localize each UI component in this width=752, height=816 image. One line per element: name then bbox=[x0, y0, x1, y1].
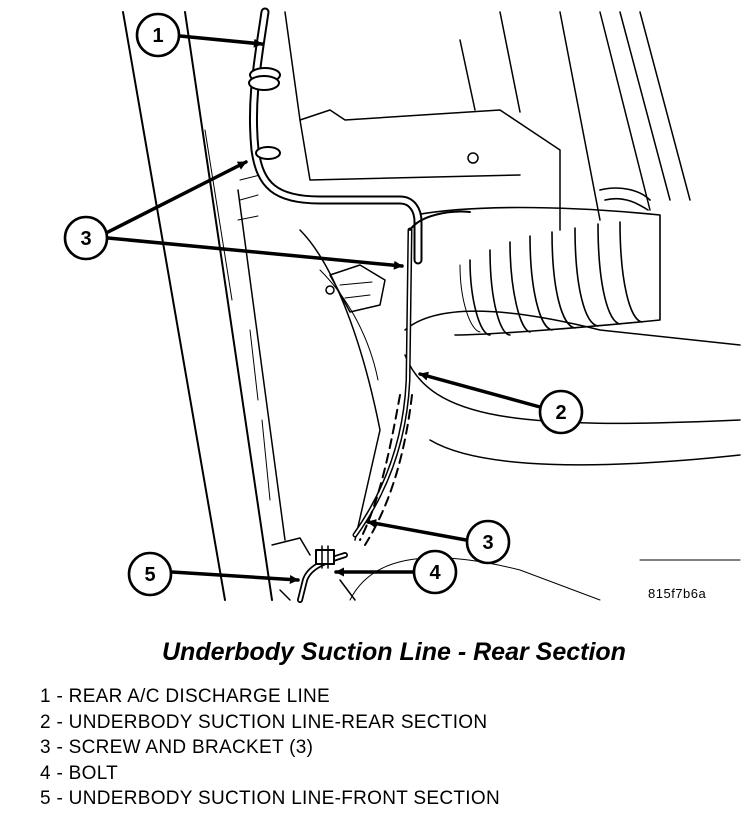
callout-3a-number: 3 bbox=[80, 228, 91, 250]
callout-3b-number: 3 bbox=[482, 532, 493, 554]
rear-ac-discharge-line bbox=[248, 7, 423, 265]
callout-3b-circle bbox=[465, 519, 511, 565]
line-joint bbox=[271, 537, 356, 603]
suction-line-rear bbox=[352, 210, 471, 546]
figure-id: 815f7b6a bbox=[648, 586, 707, 601]
legend-item: 1 - REAR A/C DISCHARGE LINE bbox=[40, 684, 500, 710]
legend-item: 3 - SCREW AND BRACKET (3) bbox=[40, 735, 500, 761]
leader-1 bbox=[178, 34, 264, 48]
leader-5 bbox=[170, 570, 300, 584]
body-panel bbox=[237, 11, 691, 231]
legend-separator: - bbox=[50, 711, 69, 733]
legend-label: BOLT bbox=[68, 762, 119, 784]
callout-3a-circle bbox=[63, 215, 109, 261]
legend-item: 4 - BOLT bbox=[40, 761, 500, 787]
legend-number: 4 bbox=[40, 762, 51, 784]
leader-lines bbox=[106, 34, 542, 584]
leader-2 bbox=[418, 371, 542, 409]
bracket-cluster bbox=[325, 264, 386, 313]
leader-3b bbox=[106, 236, 404, 270]
legend-separator: - bbox=[50, 788, 69, 809]
callout-2-circle bbox=[538, 389, 584, 435]
leader-3a bbox=[106, 160, 248, 234]
figure-caption: Underbody Suction Line - Rear Section bbox=[162, 638, 626, 666]
legend-label: UNDERBODY SUCTION LINE-REAR SECTION bbox=[68, 711, 488, 733]
callout-circles bbox=[63, 12, 584, 597]
legend-number: 2 bbox=[40, 711, 51, 733]
legend-number: 5 bbox=[40, 788, 51, 809]
legend-separator: - bbox=[50, 686, 69, 707]
callout-legend: 1 - REAR A/C DISCHARGE LINE 2 - UNDERBOD… bbox=[40, 684, 500, 812]
floor-contour bbox=[299, 229, 741, 601]
frame-rail bbox=[122, 11, 286, 601]
corrugated-hose bbox=[414, 187, 661, 336]
callout-5-circle bbox=[127, 551, 173, 597]
legend-separator: - bbox=[50, 762, 69, 784]
callout-5-number: 5 bbox=[144, 564, 155, 586]
callout-2-number: 2 bbox=[555, 402, 566, 424]
callout-1-number: 1 bbox=[152, 25, 163, 47]
leader-3c bbox=[366, 519, 468, 542]
callout-4-circle bbox=[412, 549, 458, 595]
legend-number: 1 bbox=[40, 686, 51, 707]
legend-item: 5 - UNDERBODY SUCTION LINE-FRONT SECTION bbox=[40, 786, 500, 812]
callout-4-number: 4 bbox=[429, 562, 441, 584]
diagram-drawing: 1 3 2 3 4 5 bbox=[63, 7, 741, 603]
legend-label: UNDERBODY SUCTION LINE-FRONT SECTION bbox=[68, 788, 500, 809]
legend-number: 3 bbox=[40, 737, 51, 758]
callout-1-circle bbox=[135, 12, 181, 58]
legend-item: 2 - UNDERBODY SUCTION LINE-REAR SECTION bbox=[40, 710, 500, 736]
legend-label: SCREW AND BRACKET (3) bbox=[68, 737, 314, 758]
legend-separator: - bbox=[50, 737, 69, 758]
legend-label: REAR A/C DISCHARGE LINE bbox=[68, 686, 331, 707]
